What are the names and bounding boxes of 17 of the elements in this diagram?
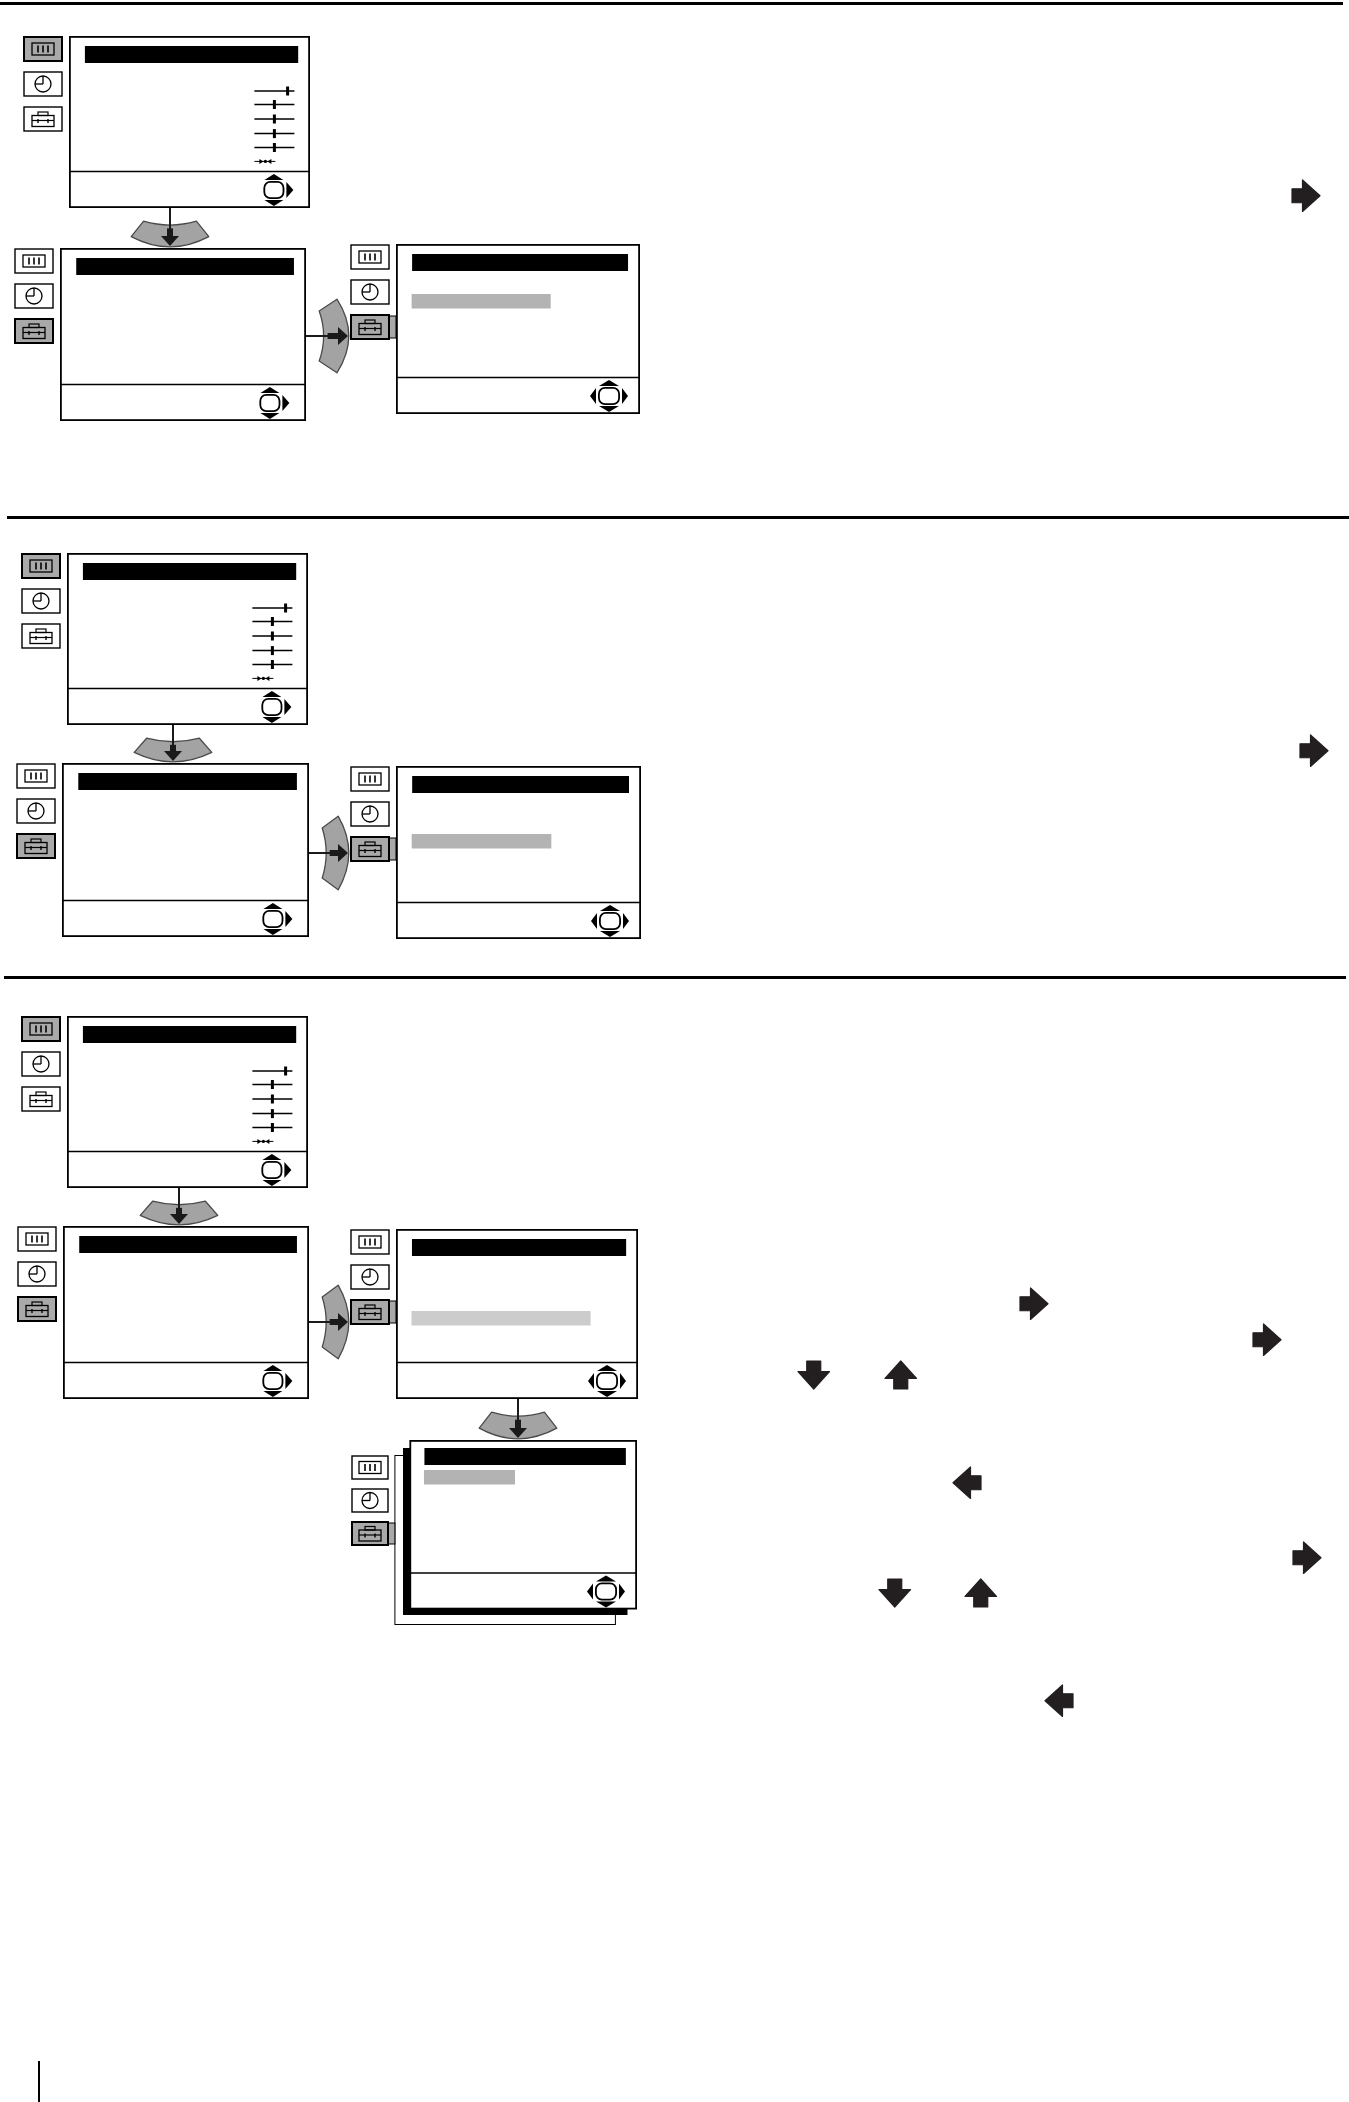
menu-screen [21, 553, 308, 725]
menu-screen [351, 1440, 637, 1625]
menu-screen [14, 248, 306, 421]
down-arrow-button [130, 207, 210, 248]
menu-screen [350, 244, 640, 414]
right-arrow-button [308, 1284, 350, 1360]
menu-screen [350, 766, 641, 939]
down-arrow-button [133, 724, 213, 763]
down-arrow-button [478, 1398, 558, 1440]
down-arrow-button [139, 1187, 219, 1226]
menu-screen [23, 36, 310, 208]
menu-screen [16, 763, 309, 937]
menu-screen [17, 1226, 309, 1399]
right-arrow-button [305, 298, 350, 374]
menu-screen [21, 1016, 308, 1188]
menu-screen [350, 1229, 638, 1399]
right-arrow-button [308, 815, 350, 891]
